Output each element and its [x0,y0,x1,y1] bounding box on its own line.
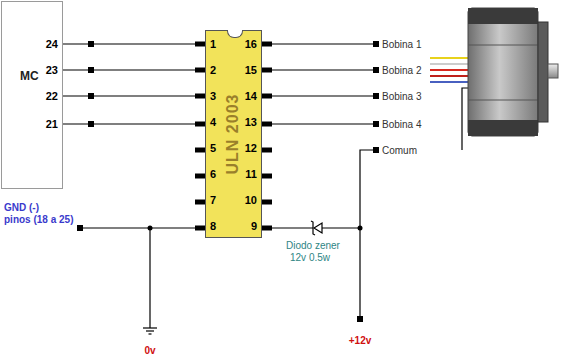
coil-label: Bobina 4 [382,119,421,130]
pin-number: 24 [46,38,58,50]
pin-number: 22 [46,90,58,102]
signal-wire [63,69,205,70]
ground-symbol [143,328,157,334]
chip-pin-number: 4 [210,116,216,128]
chip-pin-number: 15 [245,64,257,76]
chip-pin-number: 5 [210,142,216,154]
chip-pin-number: 6 [210,168,216,180]
supply-label: +12v [349,335,372,346]
chip-pin-number: 9 [251,220,257,232]
chip-pin-number: 13 [245,116,257,128]
node-text: ULN 2003 [225,94,243,175]
signal-wire [63,123,205,124]
chip-pin-number: 3 [210,90,216,102]
zener-label: Diodo zener [286,240,340,251]
chip-pin-number: 7 [210,194,216,206]
gnd-label: pinos (18 a 25) [4,214,73,225]
coil-label: Bobina 3 [382,91,421,102]
chip-pin-number: 1 [210,38,216,50]
signal-wire [63,95,205,96]
chip-pin-number: 8 [210,220,216,232]
chip-pin-number: 12 [245,142,257,154]
coil-label: Bobina 1 [382,39,421,50]
ground-label: 0v [144,345,155,356]
chip-pin-number: 16 [245,38,257,50]
chip-pin-number: 10 [245,194,257,206]
chip-pin-number: 14 [245,90,257,102]
chip-notch [227,30,243,38]
chip-pin-number: 2 [210,64,216,76]
stepper-motor [430,8,558,150]
pin-number: 21 [46,118,58,130]
chip-pin-number: 11 [245,168,257,180]
uln2003-chip: ULN 2003 [205,30,262,238]
signal-wire [63,43,205,44]
coil-label: Bobina 2 [382,65,421,76]
node-text: MC [20,69,39,83]
zener-label: 12v 0.5w [290,252,330,263]
zener-diode [311,221,322,235]
pin-number: 23 [46,64,58,76]
gnd-label: GND (-) [4,202,39,213]
common-label: Comum [382,145,417,156]
